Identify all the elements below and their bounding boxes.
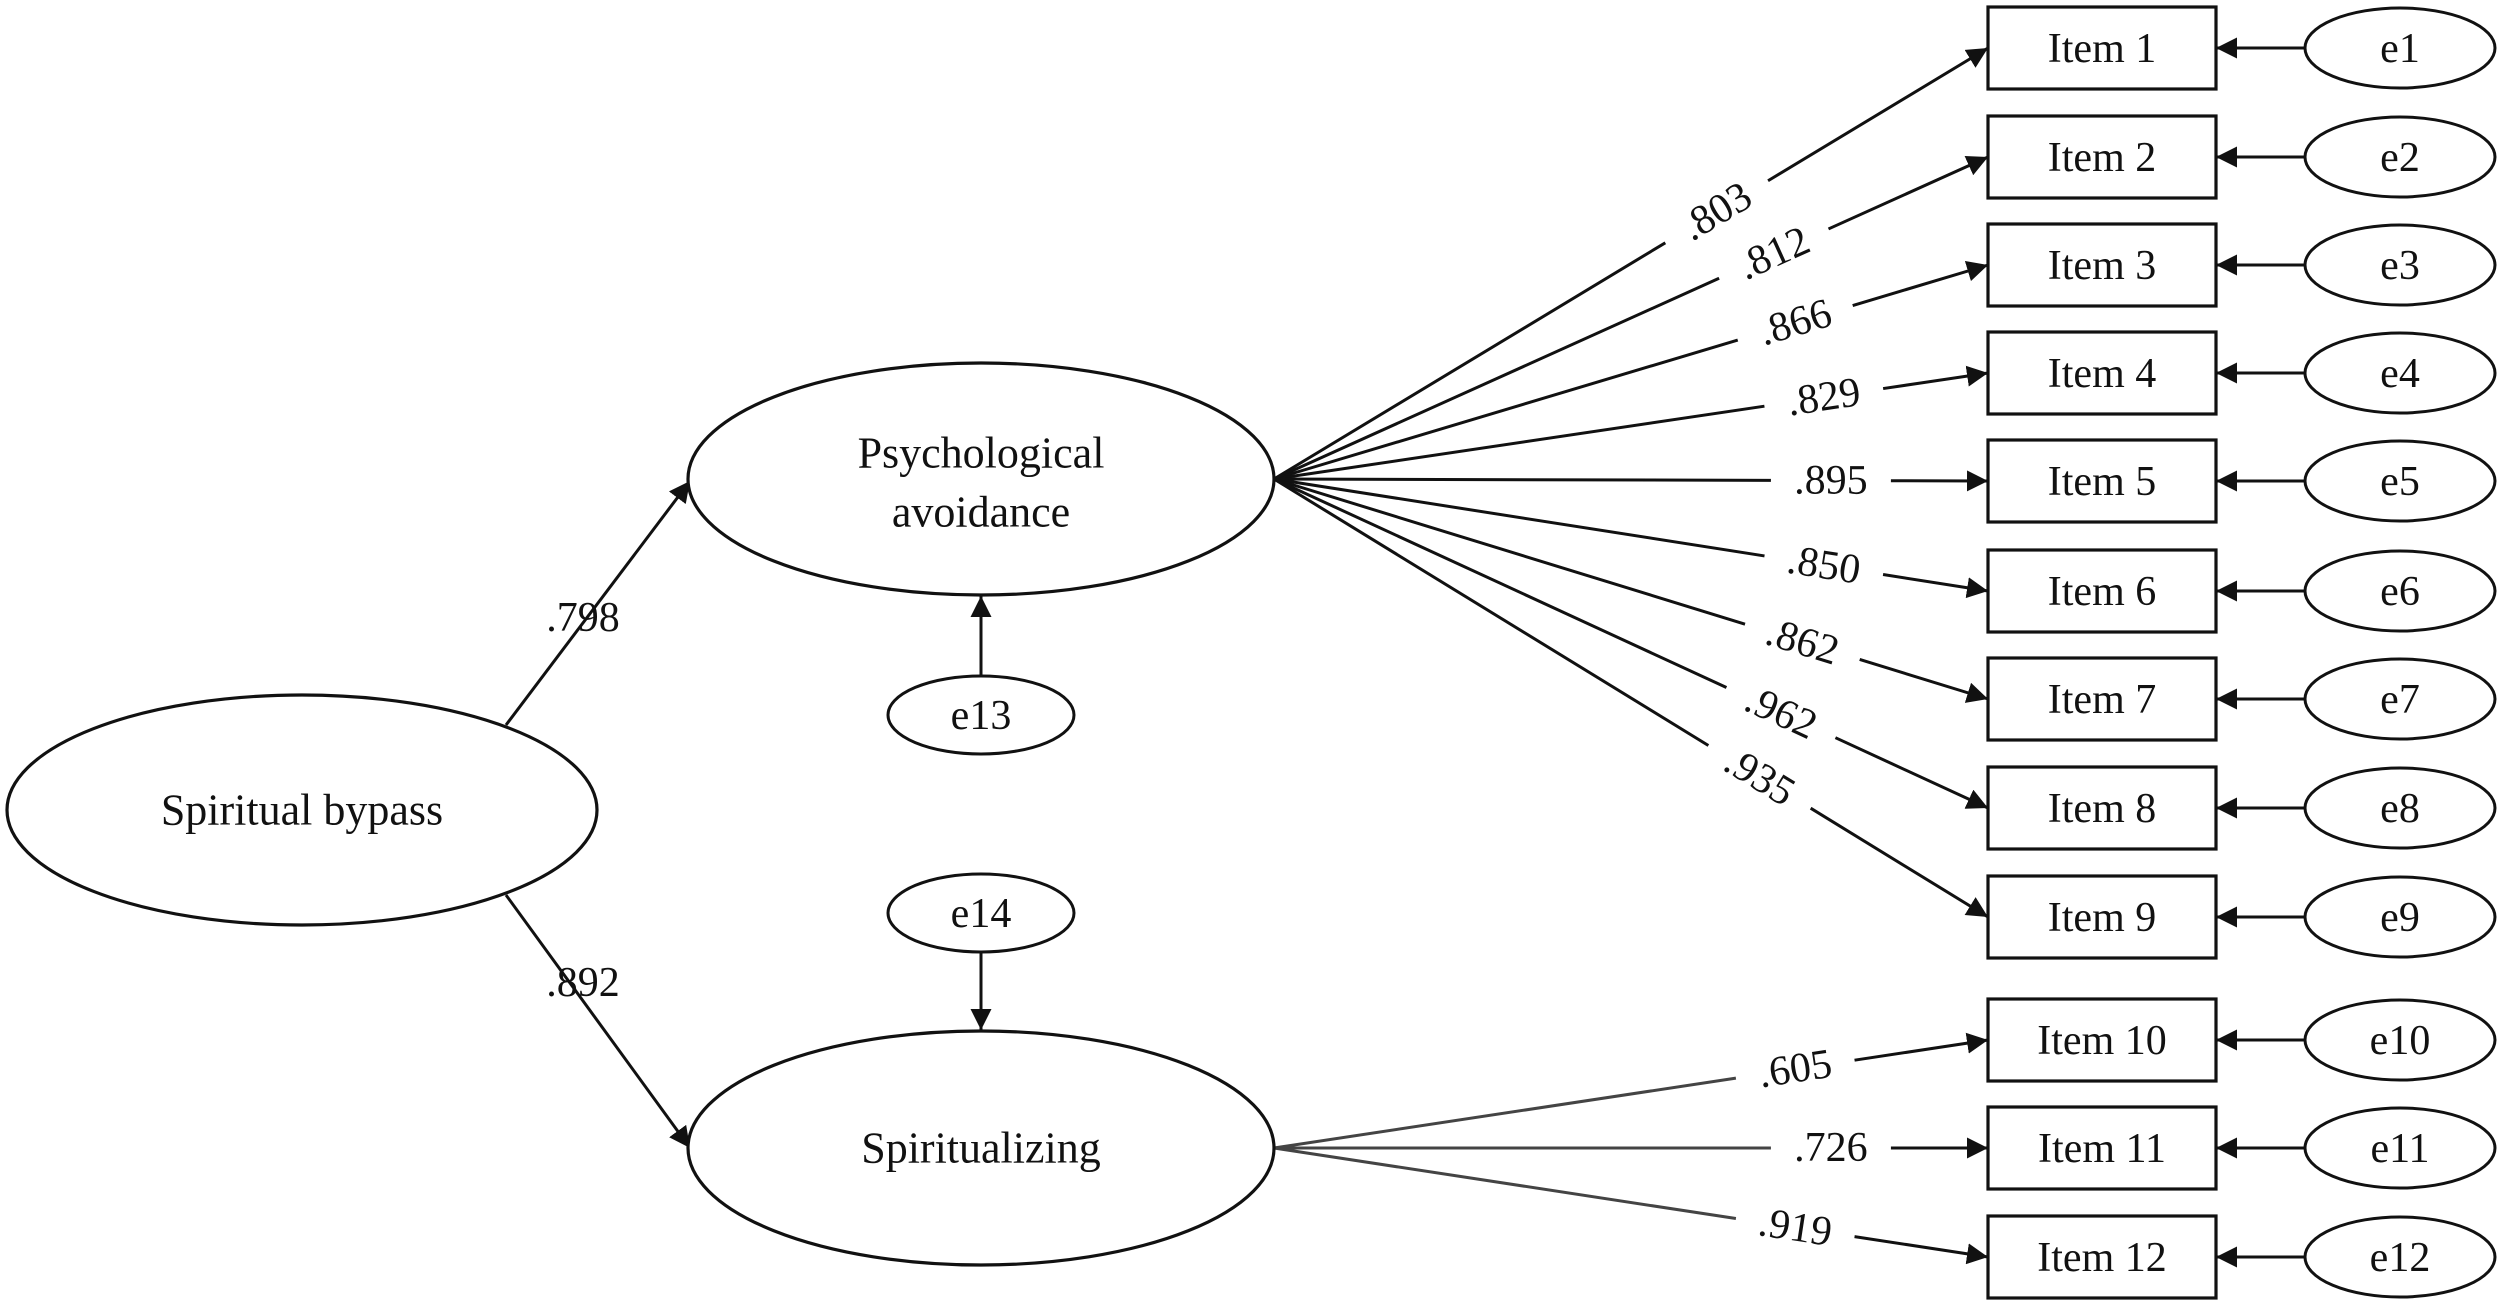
item-box	[1986, 997, 2218, 1083]
path-sb-to-sp	[504, 894, 692, 1149]
error-ellipse	[2303, 6, 2497, 90]
item-box	[1986, 5, 2218, 91]
loading-arrow	[1834, 736, 1989, 810]
loading-label: .812	[1731, 218, 1817, 290]
item-box	[1986, 114, 2218, 200]
error-ellipse	[2303, 115, 2497, 199]
loading-line	[1273, 338, 1739, 481]
item-label: Item 5	[2048, 459, 2156, 505]
item-box	[1986, 438, 2218, 524]
loading-arrow	[1767, 46, 1989, 183]
loading-line	[1273, 477, 1771, 482]
error-label: e8	[2380, 786, 2420, 832]
latent-psychological-avoidance: Psychological avoidance	[686, 361, 1276, 597]
loading-arrow	[1882, 365, 1989, 391]
error-label: e9	[2380, 895, 2420, 941]
loading-label: .935	[1716, 738, 1803, 816]
error-label: e10	[2370, 1018, 2431, 1064]
loading-line	[1273, 241, 1667, 481]
item-label: Item 8	[2048, 786, 2156, 832]
disturbance-e14: e14	[886, 872, 1076, 954]
disturbance-label: e13	[951, 693, 1012, 739]
latent-label: Spiritualizing	[861, 1124, 1101, 1173]
loading-label: .895	[1794, 457, 1868, 503]
error-ellipse	[2303, 657, 2497, 741]
loading-label: .726	[1794, 1125, 1868, 1171]
loading-line	[1273, 404, 1765, 481]
loading-label: .866	[1753, 290, 1837, 355]
error-ellipse	[2303, 439, 2497, 523]
item-label: Item 7	[2048, 677, 2156, 723]
error-ellipse	[2303, 223, 2497, 307]
disturbance-label: e14	[951, 891, 1012, 937]
loading-arrow	[1854, 1032, 1989, 1062]
error-ellipse	[2303, 1215, 2497, 1299]
item-label: Item 1	[2048, 26, 2156, 72]
item-box	[1986, 874, 2218, 960]
loading-label: .850	[1784, 537, 1864, 594]
loading-label: .803	[1673, 173, 1760, 250]
latent-spiritual-bypass: Spiritual bypass	[5, 693, 599, 927]
error-label: e12	[2370, 1235, 2431, 1281]
loading-label: .962	[1738, 676, 1824, 749]
loading-label: .862	[1760, 609, 1844, 675]
latent-spiritualizing: Spiritualizing	[686, 1029, 1276, 1267]
coef-sb-sp: .892	[546, 960, 620, 1006]
error-ellipse	[2303, 875, 2497, 959]
error-ellipse	[2303, 1106, 2497, 1190]
path-sb-to-pa	[504, 480, 692, 726]
loading-arrow	[1882, 573, 1989, 599]
item-box	[1986, 548, 2218, 634]
item-label: Item 3	[2048, 243, 2156, 289]
item-label: Item 11	[2038, 1126, 2166, 1172]
loading-arrow	[1854, 1235, 1989, 1265]
loading-line	[1273, 477, 1765, 558]
error-label: e5	[2380, 459, 2420, 505]
loading-arrow	[1859, 658, 1989, 703]
item-label: Item 4	[2048, 351, 2156, 397]
item-box	[1986, 1214, 2218, 1300]
item-box	[1986, 1105, 2218, 1191]
loading-label: .605	[1755, 1041, 1835, 1097]
item-label: Item 9	[2048, 895, 2156, 941]
error-ellipse	[2303, 549, 2497, 633]
error-label: e6	[2380, 569, 2420, 615]
error-ellipse	[2303, 766, 2497, 850]
error-label: e3	[2380, 243, 2420, 289]
item-label: Item 6	[2048, 569, 2156, 615]
loading-line	[1273, 1146, 1737, 1220]
error-ellipse	[2303, 998, 2497, 1082]
item-label: Item 10	[2037, 1018, 2166, 1064]
coef-sb-pa: .798	[546, 595, 620, 641]
latent-label-line-1: Psychological	[858, 429, 1105, 478]
error-label: e11	[2370, 1126, 2429, 1172]
latent-label: Spiritual bypass	[161, 786, 443, 835]
loading-arrow	[1809, 806, 1989, 919]
loading-line	[1273, 1076, 1737, 1150]
item-box	[1986, 330, 2218, 416]
loading-line	[1273, 276, 1720, 481]
disturbance-e13: e13	[886, 674, 1076, 756]
error-ellipse	[2303, 331, 2497, 415]
loading-line	[1273, 477, 1728, 689]
loading-arrow	[1852, 260, 1989, 307]
error-label: e7	[2380, 677, 2420, 723]
loading-label: .919	[1755, 1199, 1835, 1256]
loading-line	[1273, 477, 1710, 747]
item-box	[1986, 765, 2218, 851]
item-box	[1986, 656, 2218, 742]
error-label: e2	[2380, 135, 2420, 181]
loading-label: .829	[1784, 369, 1863, 425]
item-box	[1986, 222, 2218, 308]
latent-label-line-2: avoidance	[892, 488, 1070, 537]
loading-arrow	[1827, 155, 1989, 231]
error-label: e1	[2380, 26, 2420, 72]
item-label: Item 12	[2037, 1235, 2166, 1281]
loading-line	[1273, 477, 1746, 626]
indicator-items: .803 Item 1 e1 .812 Item 2 e2 .866 Item 3 e3 .829…	[1673, 5, 2497, 1300]
path-lines	[504, 37, 2305, 1268]
item-label: Item 2	[2048, 135, 2156, 181]
error-label: e4	[2380, 351, 2420, 397]
